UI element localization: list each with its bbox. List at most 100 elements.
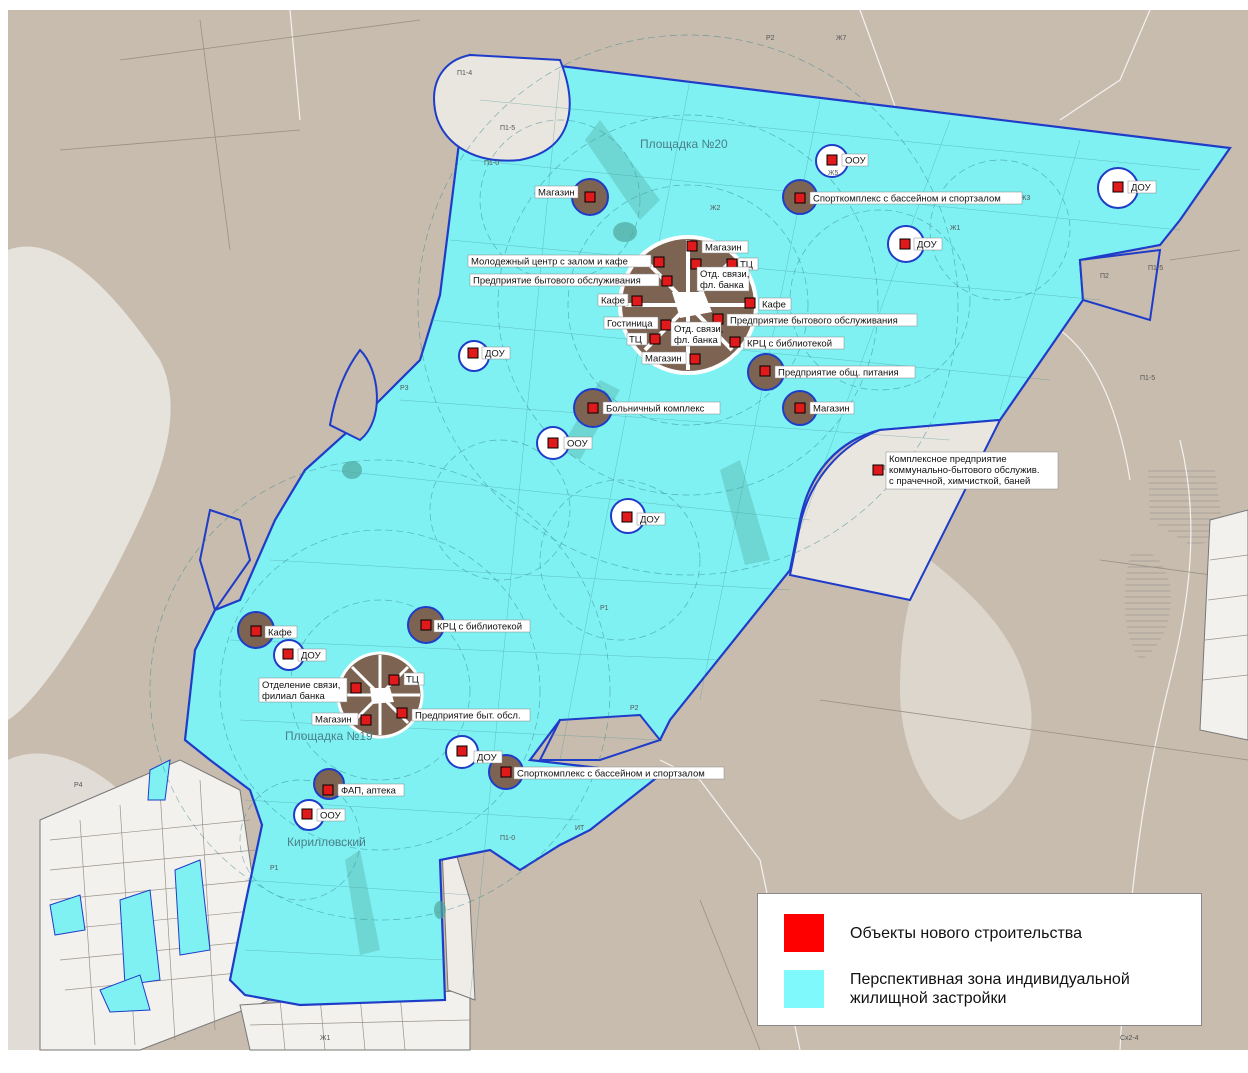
- excluded-area-north: [433, 53, 571, 162]
- svg-text:Р1: Р1: [270, 865, 279, 872]
- object-marker: [420, 619, 432, 631]
- svg-text:ДОУ: ДОУ: [301, 651, 322, 662]
- svg-text:П1-0: П1-0: [500, 835, 515, 842]
- zone-codes: Р2 Ж7 П1-4 П1-5 П1-0 Ж5 Ж3 Ж2 Ж1 П2 Р3 Р…: [74, 35, 1163, 1042]
- legend-item-new-construction: Объекты нового строительства: [784, 914, 1082, 952]
- svg-text:ТЦ: ТЦ: [740, 260, 753, 271]
- excluded-area-west: [328, 348, 378, 442]
- object-marker: [547, 437, 559, 449]
- object-marker: [360, 714, 372, 726]
- svg-text:Магазин: Магазин: [705, 243, 742, 254]
- svg-text:П1-5: П1-5: [500, 125, 515, 132]
- svg-text:Сх2-4: Сх2-4: [1120, 1035, 1139, 1042]
- site-label-19: Площадка №19: [285, 729, 373, 743]
- object-marker: [759, 365, 771, 377]
- svg-text:ТЦ: ТЦ: [629, 335, 642, 346]
- svg-text:ДОУ: ДОУ: [1131, 183, 1152, 194]
- object-marker: [322, 784, 334, 796]
- svg-text:Ж2: Ж2: [710, 205, 720, 212]
- object-marker: [396, 707, 408, 719]
- object-marker: [653, 256, 665, 268]
- legend-item-housing-zone: Перспективная зона индивидуальной жилищн…: [784, 970, 1130, 1008]
- light-area-west: [8, 246, 171, 720]
- svg-text:ДОУ: ДОУ: [640, 515, 661, 526]
- svg-text:П1-5: П1-5: [1148, 265, 1163, 272]
- site-label-kirillovskiy: Кирилловский: [287, 835, 366, 849]
- svg-text:Магазин: Магазин: [645, 354, 682, 365]
- object-marker: [500, 766, 512, 778]
- new-construction-objects: Магазин ООУ Спорткомплекс с бассейном и …: [250, 153, 1157, 822]
- object-marker: [689, 353, 701, 365]
- svg-text:ДОУ: ДОУ: [485, 349, 506, 360]
- object-marker: [301, 808, 313, 820]
- svg-text:Р2: Р2: [766, 35, 775, 42]
- object-marker: [587, 402, 599, 414]
- svg-text:Ж3: Ж3: [1020, 195, 1030, 202]
- svg-text:Магазин: Магазин: [813, 404, 850, 415]
- svg-text:Отд. связи,фл. банка: Отд. связи,фл. банка: [674, 324, 723, 346]
- svg-text:ООУ: ООУ: [845, 156, 867, 167]
- object-marker: [729, 336, 741, 348]
- object-marker: [872, 464, 884, 476]
- object-marker: [282, 648, 294, 660]
- svg-text:КРЦ с библиотекой: КРЦ с библиотекой: [437, 622, 522, 633]
- svg-text:Отделение связи,филиал банка: Отделение связи,филиал банка: [262, 680, 340, 702]
- legend-label: Объекты нового строительства: [850, 924, 1083, 942]
- object-marker: [350, 682, 362, 694]
- object-marker: [631, 295, 643, 307]
- svg-text:Кафе: Кафе: [762, 300, 786, 311]
- object-marker: [690, 258, 702, 270]
- svg-text:Р1: Р1: [600, 605, 609, 612]
- settlement-kirillovskiy: [39, 759, 271, 1051]
- light-area-east: [900, 560, 1032, 820]
- svg-text:Ж7: Ж7: [836, 35, 846, 42]
- svg-text:Ж1: Ж1: [950, 225, 960, 232]
- legend: Объекты нового строительства Перспективн…: [757, 893, 1202, 1026]
- svg-text:ДОУ: ДОУ: [917, 240, 938, 251]
- object-marker: [686, 240, 698, 252]
- hatched-area-east: [1124, 551, 1171, 660]
- svg-text:ДОУ: ДОУ: [477, 753, 498, 764]
- svg-text:Спорткомплекс с бассейном и сп: Спорткомплекс с бассейном и спортзалом: [813, 194, 1001, 205]
- svg-text:Р3: Р3: [400, 385, 409, 392]
- object-marker: [388, 674, 400, 686]
- site-label-20: Площадка №20: [640, 137, 728, 151]
- svg-text:Р2: Р2: [630, 705, 639, 712]
- svg-text:Больничный комплекс: Больничный комплекс: [606, 404, 705, 415]
- settlement-east: [1199, 509, 1248, 741]
- svg-text:Р4: Р4: [74, 782, 83, 789]
- svg-text:Предприятие бытового обслужива: Предприятие бытового обслуживания: [730, 316, 898, 327]
- excluded-area-south: [538, 713, 662, 761]
- svg-text:ФАП, аптека: ФАП, аптека: [341, 786, 397, 797]
- object-marker: [826, 154, 838, 166]
- object-marker: [794, 402, 806, 414]
- svg-text:П2: П2: [1100, 273, 1109, 280]
- svg-text:Предприятие быт. обсл.: Предприятие быт. обсл.: [415, 711, 521, 722]
- hatched-area-north: [1148, 470, 1225, 545]
- svg-text:Молодежный центр с залом и каф: Молодежный центр с залом и кафе: [471, 257, 628, 268]
- svg-text:КРЦ с библиотекой: КРЦ с библиотекой: [747, 339, 832, 350]
- svg-text:ТЦ: ТЦ: [406, 675, 419, 686]
- legend-swatch-red: [784, 914, 824, 952]
- object-marker: [584, 191, 596, 203]
- svg-text:Ж5: Ж5: [828, 170, 838, 177]
- excluded-area-sw: [198, 508, 252, 613]
- svg-text:Кафе: Кафе: [601, 296, 625, 307]
- svg-text:П1-5: П1-5: [1140, 375, 1155, 382]
- object-marker: [456, 745, 468, 757]
- object-marker: [250, 625, 262, 637]
- object-marker: [467, 347, 479, 359]
- svg-text:Предприятие бытового обслужива: Предприятие бытового обслуживания: [473, 276, 641, 287]
- object-marker: [744, 297, 756, 309]
- svg-text:ИТ: ИТ: [575, 825, 585, 832]
- object-marker: [661, 275, 673, 287]
- svg-text:Предприятие общ. питания: Предприятие общ. питания: [778, 368, 899, 379]
- legend-label: Перспективная зона индивидуальной жилищн…: [850, 971, 1130, 1007]
- svg-text:Спорткомплекс с бассейном и сп: Спорткомплекс с бассейном и спортзалом: [517, 769, 705, 780]
- planning-texture: [149, 34, 1071, 921]
- object-marker: [899, 238, 911, 250]
- object-marker: [794, 192, 806, 204]
- green-spots: [342, 222, 637, 919]
